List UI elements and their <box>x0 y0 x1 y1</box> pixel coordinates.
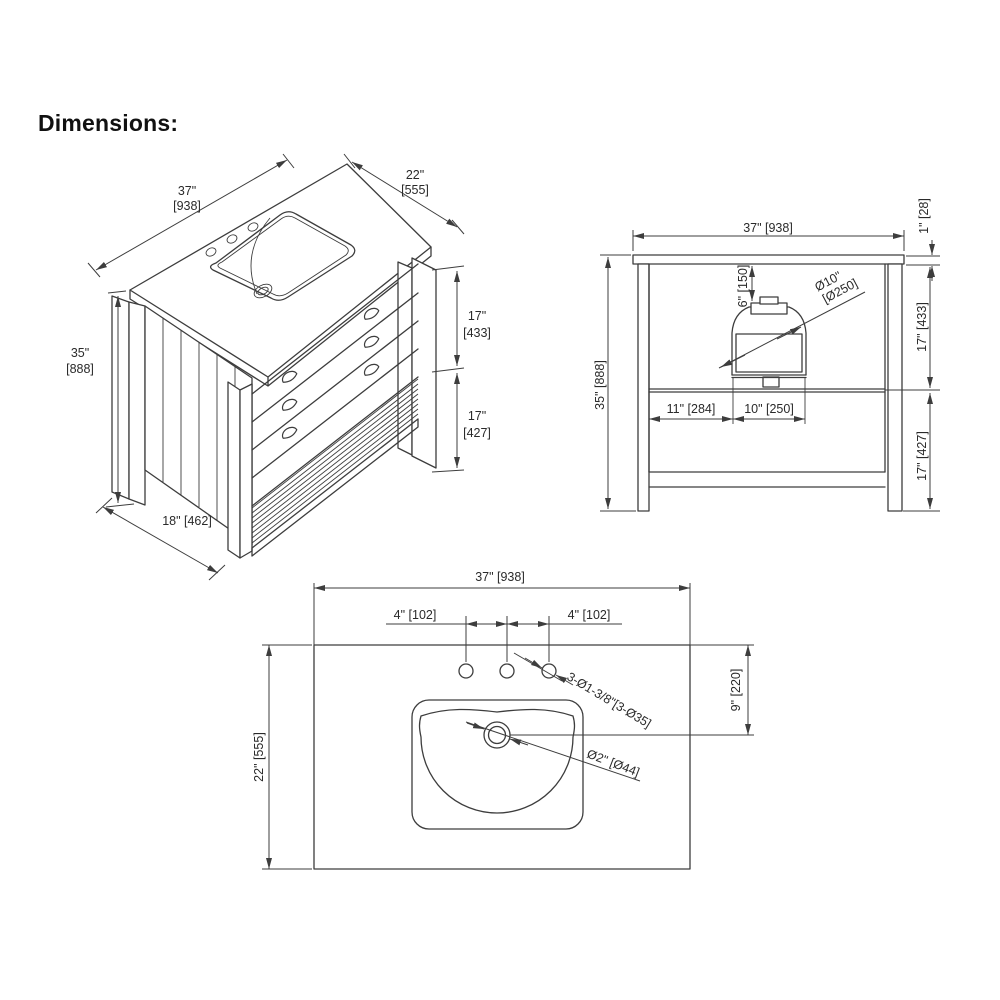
drawer-fronts <box>251 263 419 507</box>
cabinet-body-edges <box>648 263 886 473</box>
sink-drain-iso <box>253 283 273 299</box>
front-sink-drop: 6" [150] <box>736 265 750 308</box>
top-drain-offset: 9" [220] <box>729 669 743 712</box>
right-side-panel <box>411 257 437 469</box>
front-leg-left-face <box>227 381 241 559</box>
top-depth: 22" [555] <box>252 732 266 782</box>
isometric-view: 37" [938] 22" [555] 35" [888] 17" [433] … <box>66 153 491 581</box>
iso-upper-in: 17" <box>468 309 486 323</box>
shelf-slats <box>251 378 419 544</box>
shelf-front-rail <box>251 418 419 557</box>
front-leg-right-face <box>239 383 253 559</box>
front-bowl-dia: Ø10" [Ø250] <box>812 269 859 306</box>
drawer-pulls <box>281 307 380 439</box>
left-front-leg-face <box>128 301 146 506</box>
front-left-offset: 11" [284] <box>667 402 716 416</box>
left-leg-front <box>637 263 650 512</box>
iso-lower-in: 17" <box>468 409 486 423</box>
iso-depth-mm: [555] <box>401 183 429 197</box>
front-height: 35" [888] <box>593 360 607 410</box>
page-title: Dimensions: <box>38 110 179 136</box>
front-dimensions <box>600 230 940 512</box>
iso-width-mm: [938] <box>173 199 201 213</box>
iso-height-in: 35" <box>71 346 89 360</box>
sink-cutout-outer <box>411 699 584 830</box>
iso-lower-mm: [427] <box>463 426 491 440</box>
front-view: 37" [938] 1" [28] 6" [150] Ø10" [Ø250] 1… <box>593 198 940 512</box>
faucet-holes-plan <box>458 663 557 679</box>
sink-cutout-inner <box>418 708 576 814</box>
drain-stub <box>762 376 780 388</box>
mid-shelf-line <box>648 388 886 393</box>
iso-width-in: 37" <box>178 184 196 198</box>
bowl-ext-lines <box>732 377 806 424</box>
iso-shelf-depth: 18" [462] <box>162 514 212 528</box>
top-view: 37" [938] 4" [102] 4" [102] 22" [555] 9"… <box>252 570 754 870</box>
front-upper-section: 17" [433] <box>915 302 929 352</box>
side-panel-planks <box>162 318 236 532</box>
front-top-thickness: 1" [28] <box>917 198 931 234</box>
iso-upper-mm: [433] <box>463 326 491 340</box>
front-width: 37" [938] <box>743 221 793 235</box>
sink-bowl-inner <box>735 333 803 373</box>
left-back-leg <box>111 295 130 500</box>
countertop-plan <box>313 644 691 870</box>
top-dimensions <box>262 583 754 870</box>
front-bowl-width: 10" [250] <box>744 402 794 416</box>
top-faucet-left: 4" [102] <box>394 608 437 622</box>
iso-dimensions <box>87 153 465 581</box>
iso-depth-in: 22" <box>406 168 424 182</box>
sink-bowl-front <box>731 306 807 376</box>
countertop-front <box>632 254 905 265</box>
bottom-shelf <box>648 471 886 488</box>
right-leg-front <box>887 263 903 512</box>
faucet-deck-top <box>759 296 779 305</box>
top-faucet-right: 4" [102] <box>568 608 611 622</box>
top-width: 37" [938] <box>475 570 525 584</box>
iso-height-mm: [888] <box>66 362 94 376</box>
front-lower-section: 17" [427] <box>915 431 929 481</box>
